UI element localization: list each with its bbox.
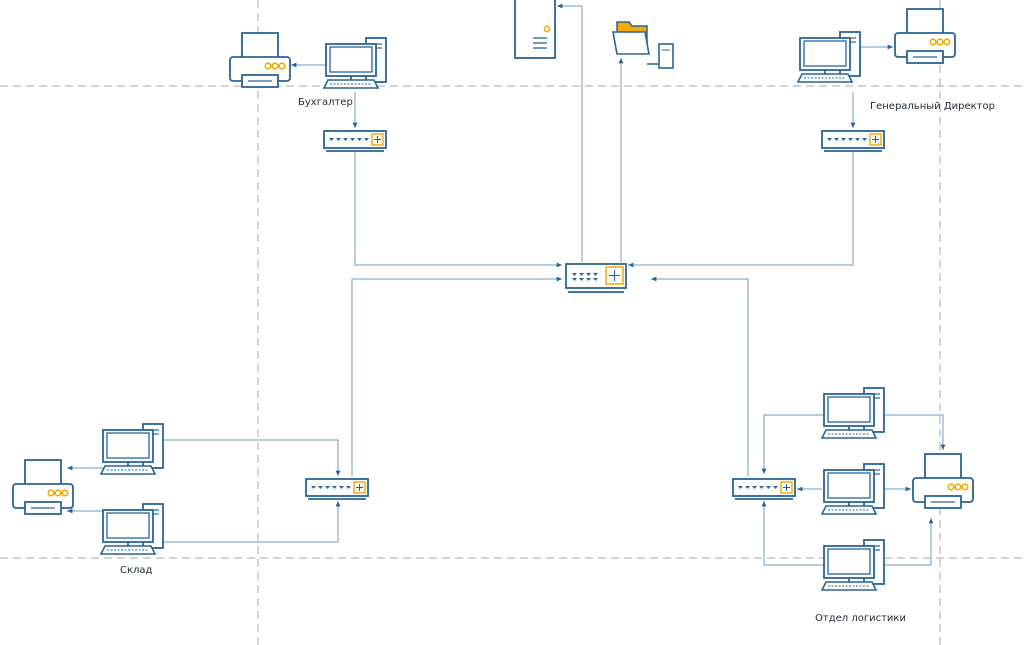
label-logistics: Отдел логистики [815, 613, 906, 624]
link-core-server [557, 3, 583, 262]
link-warehouse-pc2-switch [164, 501, 341, 543]
switch-icon [732, 478, 796, 500]
switch-icon [821, 130, 885, 152]
link-accountant-switch-core [354, 152, 562, 268]
label-warehouse: Склад [120, 565, 153, 576]
label-accountant: Бухгалтер [298, 97, 353, 108]
printer-icon [12, 459, 74, 515]
link-logistics-pc3-printer [884, 518, 934, 566]
switch-icon [323, 130, 387, 152]
workstation-icon [821, 539, 885, 591]
printer-icon [894, 8, 956, 64]
link-logistics-pc1-switch [761, 414, 826, 474]
router-icon [565, 263, 627, 293]
link-warehouse-pc1-switch [164, 439, 341, 476]
file-server-icon [612, 21, 674, 69]
switch-icon [305, 478, 369, 500]
printer-icon [229, 32, 291, 88]
workstation-icon [100, 503, 164, 555]
printer-icon [912, 453, 974, 509]
label-director: Генеральный Директор [870, 101, 995, 112]
link-director-switch-core [628, 152, 854, 268]
link-logistics-pc1-printer [884, 414, 946, 450]
workstation-icon [821, 387, 885, 439]
workstation-icon [821, 463, 885, 515]
server-icon [514, 0, 556, 59]
workstation-icon [797, 31, 861, 83]
link-logistics-pc3-switch [761, 501, 826, 566]
link-logistics-switch-core [651, 276, 749, 476]
connections [67, 3, 946, 566]
link-warehouse-switch-core [351, 276, 562, 476]
workstation-icon [100, 423, 164, 475]
workstation-icon [323, 37, 387, 89]
